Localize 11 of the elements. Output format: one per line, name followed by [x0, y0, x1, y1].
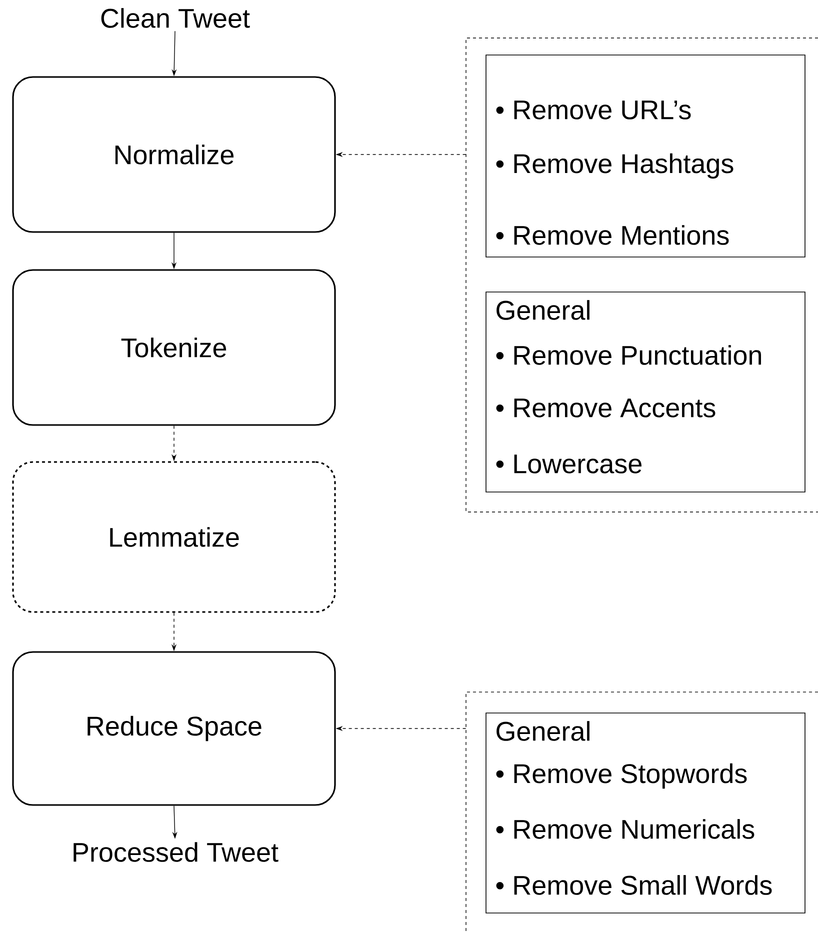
list-box: General • Remove Punctuation • Remove Accents • Lowercase: [486, 292, 806, 492]
dashed-group: [466, 692, 818, 933]
process-box: Lemmatize: [12, 461, 336, 613]
process-box: Reduce Space: [12, 651, 336, 806]
process-box: Normalize: [12, 76, 336, 233]
terminal-label: Processed Tweet: [74, 842, 278, 862]
process-box: Tokenize: [12, 269, 336, 426]
dashed-group: [466, 38, 818, 512]
list-box: General • Remove Stopwords • Remove Numericals • Remove Small Words: [486, 712, 806, 914]
list-box: • Remove URL’s • Remove Hashtags • Remove Mentions: [486, 54, 806, 258]
terminal-label: Clean Tweet: [101, 8, 250, 28]
